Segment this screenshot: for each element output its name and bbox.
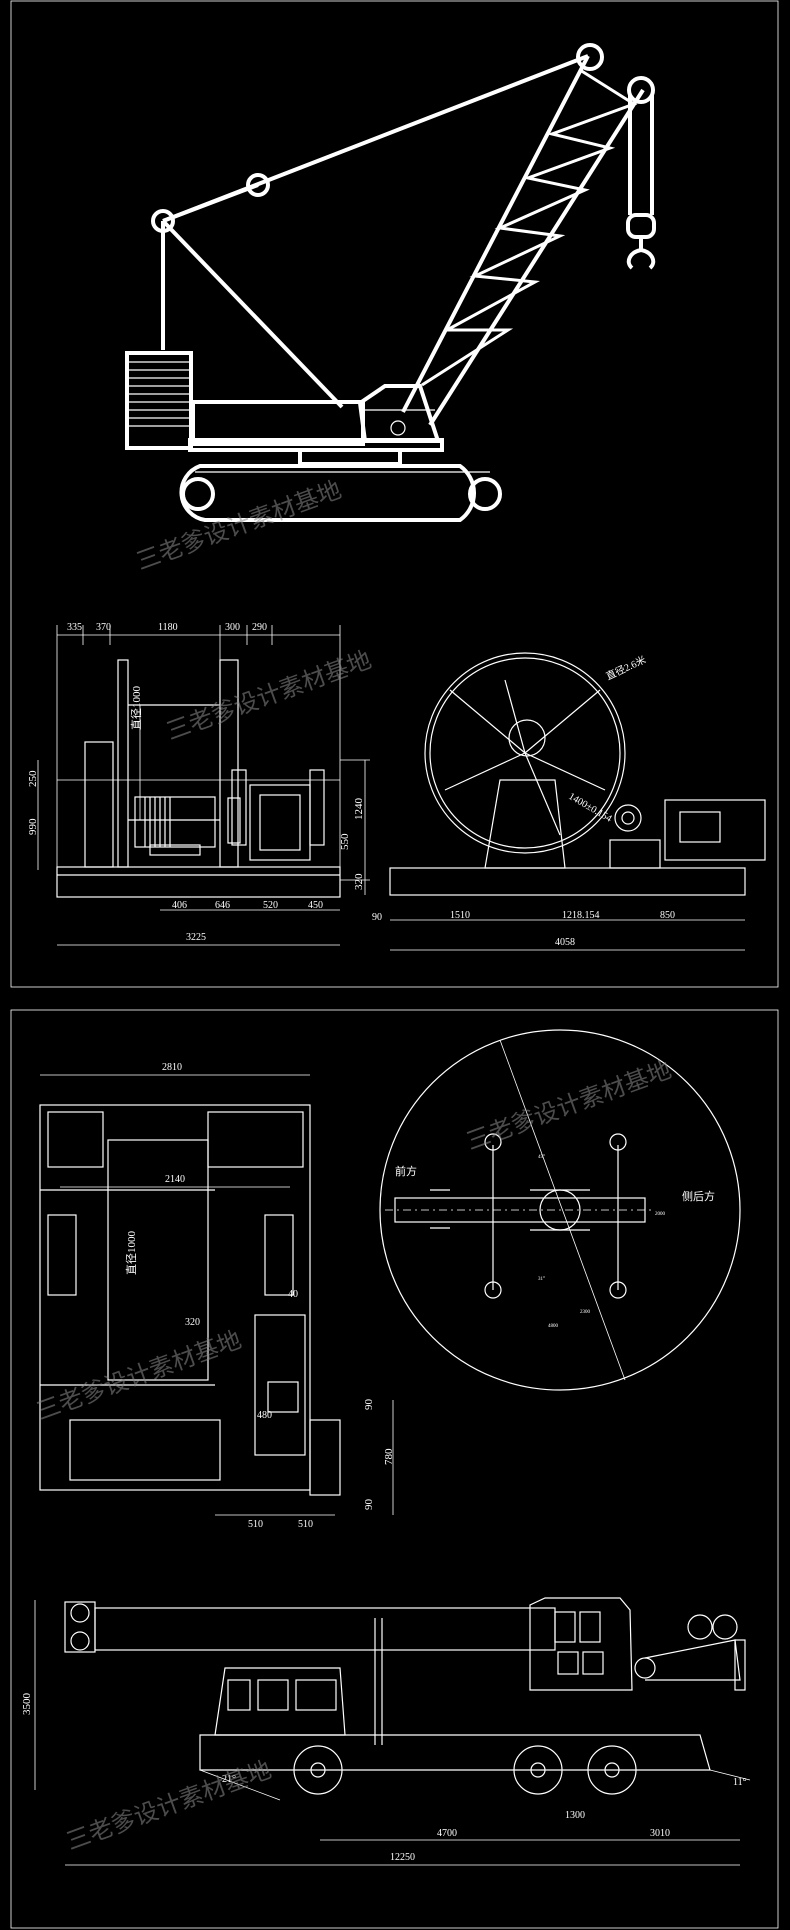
dim-label: 406 <box>172 900 187 911</box>
dim-label: 40 <box>288 1289 298 1300</box>
side-rear-label: 侧后方 <box>682 1189 715 1203</box>
dim-label: 780 <box>383 1448 395 1465</box>
watermark: 三老爹设计素材基地 <box>32 1325 245 1425</box>
drum-diameter-label: 直径1000 <box>129 686 143 730</box>
dim-label: 300 <box>225 622 240 633</box>
dim-label: 1240 <box>353 798 365 821</box>
dim-label: 4058 <box>555 937 575 948</box>
dim-label: 1180 <box>158 622 178 633</box>
reel-diameter-label: 直径2.6米 <box>604 653 648 683</box>
dim-label: 2140 <box>165 1174 185 1185</box>
dim-label: 646 <box>215 900 230 911</box>
dim-label: 550 <box>339 833 351 850</box>
dim-label: 1510 <box>450 910 470 921</box>
dim-label: 3500 <box>21 1693 33 1716</box>
dim-label: 4700 <box>437 1828 457 1839</box>
dim-label: 4800 <box>548 1324 559 1329</box>
dim-label: 2000 <box>655 1212 666 1217</box>
dim-label: 12250 <box>390 1852 415 1863</box>
dim-label: 320 <box>353 873 365 890</box>
truck-crane: 21° 11° 3500 4700 1300 3010 12250 <box>21 1597 751 1866</box>
dim-label: 3225 <box>186 932 206 943</box>
rear-angle-label: 11° <box>733 1777 747 1788</box>
winch-plan-view: 2810 2140 直径1000 40 320 480 510 510 90 7… <box>39 1062 395 1530</box>
dim-label: 850 <box>660 910 675 921</box>
front-label: 前方 <box>395 1164 417 1178</box>
dim-label: 90 <box>363 1499 375 1511</box>
dim-label: 510 <box>298 1519 313 1530</box>
dim-label: 45° <box>538 1155 545 1160</box>
turntable-plan: 前方 侧后方 45° 2300 4800 2000 31° <box>379 1029 741 1391</box>
dim-label: 335 <box>67 622 82 633</box>
dim-label: 90 <box>363 1399 375 1411</box>
dim-label: 480 <box>257 1410 272 1421</box>
dim-label: 2300 <box>580 1310 591 1315</box>
winch-elevation: 335 370 1180 300 290 直径1000 <box>27 622 370 946</box>
dim-label: 3010 <box>650 1828 670 1839</box>
dim-label: 520 <box>263 900 278 911</box>
dim-label: 90 <box>372 912 382 923</box>
watermark: 三老爹设计素材基地 <box>132 475 345 575</box>
front-angle-label: 21° <box>222 1774 236 1785</box>
cable-reel: 直径2.6米 1400±0.154 90 1510 1218.154 850 4… <box>372 652 766 951</box>
dim-label: 31° <box>538 1277 545 1282</box>
watermark: 三老爹设计素材基地 <box>162 645 375 745</box>
dim-label: 1300 <box>565 1810 585 1821</box>
dim-label: 2810 <box>162 1062 182 1073</box>
panel-top: 335 370 1180 300 290 直径1000 <box>10 0 779 988</box>
dim-label: 250 <box>27 770 39 787</box>
crawler-crane <box>125 43 656 522</box>
dim-label: 450 <box>308 900 323 911</box>
reel-inner-label: 1400±0.154 <box>567 791 614 825</box>
dim-label: 290 <box>252 622 267 633</box>
dim-label: 370 <box>96 622 111 633</box>
drum-diameter-label: 直径1000 <box>124 1231 138 1275</box>
watermark: 三老爹设计素材基地 <box>62 1755 275 1855</box>
dim-label: 510 <box>248 1519 263 1530</box>
dim-label: 320 <box>185 1317 200 1328</box>
panel-bottom: 2810 2140 直径1000 40 320 480 510 510 90 7… <box>10 1009 779 1929</box>
watermark: 三老爹设计素材基地 <box>462 1055 675 1155</box>
dim-label: 990 <box>27 818 39 835</box>
dim-label: 1218.154 <box>562 910 600 921</box>
